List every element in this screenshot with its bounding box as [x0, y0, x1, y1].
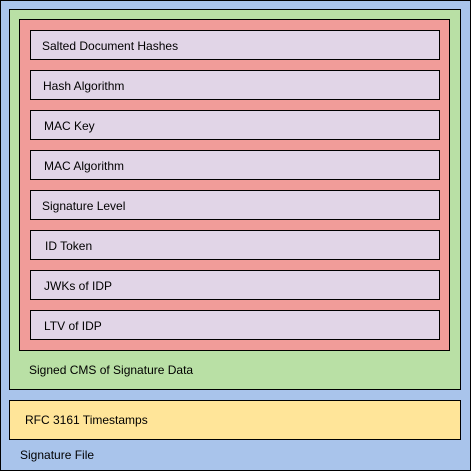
field-mac-algorithm: MAC Algorithm	[30, 150, 440, 180]
field-salted-document-hashes: Salted Document Hashes	[30, 30, 440, 60]
field-label: JWKs of IDP	[44, 279, 113, 293]
field-id-token: ID Token	[30, 230, 440, 260]
rfc3161-timestamps-box: RFC 3161 Timestamps	[9, 400, 461, 440]
field-label: Hash Algorithm	[43, 79, 125, 93]
field-ltv-of-idp: LTV of IDP	[30, 310, 440, 340]
field-mac-key: MAC Key	[30, 110, 440, 140]
timestamps-label: RFC 3161 Timestamps	[25, 413, 148, 427]
field-label: MAC Algorithm	[44, 159, 125, 173]
signature-file-label: Signature File	[20, 448, 95, 462]
field-label: LTV of IDP	[44, 319, 102, 333]
field-signature-level: Signature Level	[30, 190, 440, 220]
signature-data-container	[19, 19, 450, 351]
field-hash-algorithm: Hash Algorithm	[30, 70, 440, 100]
field-label: ID Token	[45, 239, 93, 253]
field-label: MAC Key	[44, 119, 95, 133]
signed-cms-label: Signed CMS of Signature Data	[29, 363, 194, 377]
field-label: Salted Document Hashes	[42, 39, 179, 53]
field-jwks-of-idp: JWKs of IDP	[30, 270, 440, 300]
field-label: Signature Level	[42, 199, 126, 213]
